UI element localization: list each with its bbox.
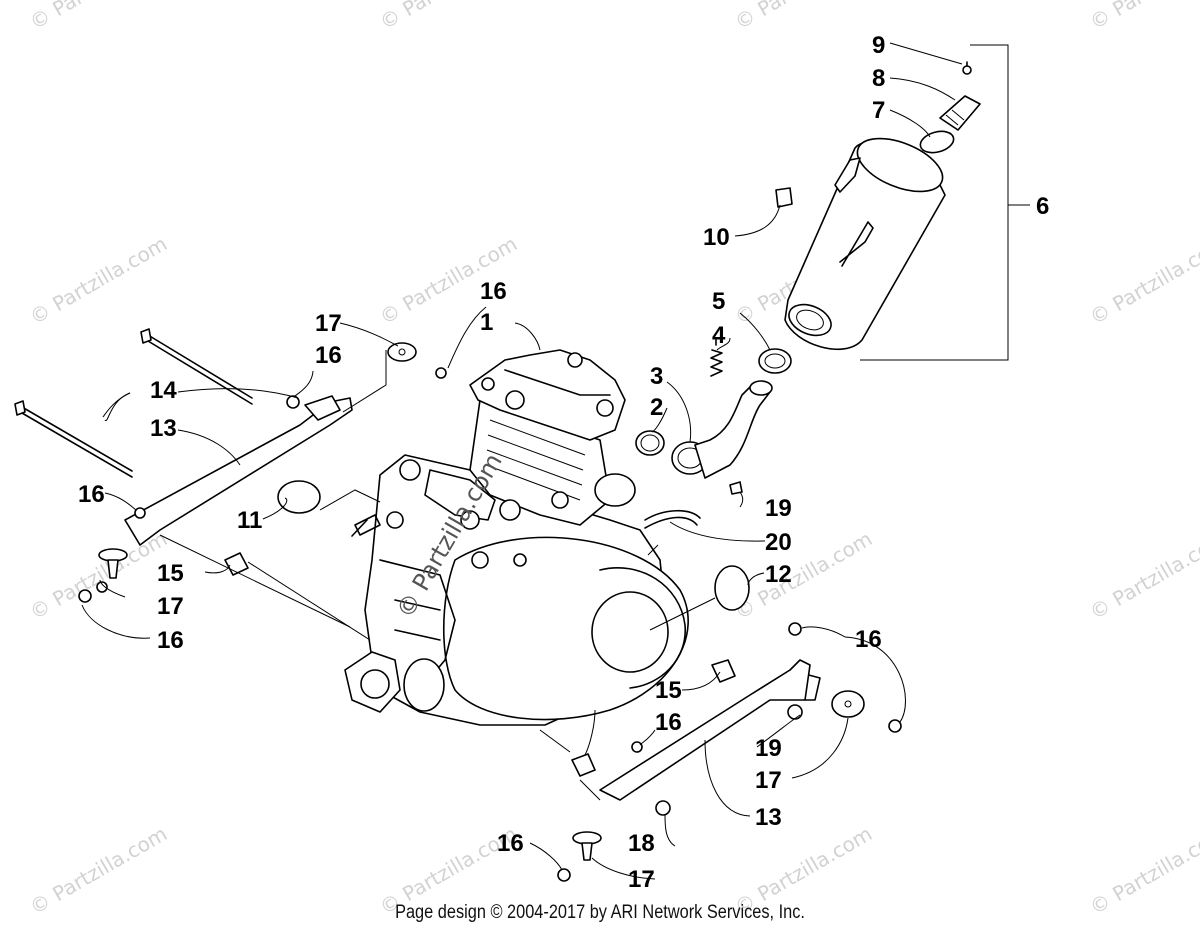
callout-5: 5 — [712, 288, 725, 315]
callout-13-right: 13 — [755, 804, 782, 831]
watermark: © Partzilla.com — [26, 0, 172, 34]
callout-17-left: 17 — [157, 593, 184, 620]
callout-1: 1 — [480, 309, 493, 336]
watermark: © Partzilla.com — [376, 0, 522, 34]
callout-13-left: 13 — [150, 415, 177, 442]
callout-19-right: 19 — [755, 735, 782, 762]
mounting-hardware — [14, 328, 902, 882]
exhaust-system — [277, 61, 981, 611]
watermark: © Partzilla.com — [1086, 0, 1200, 34]
callout-17-right: 17 — [755, 767, 782, 794]
leader-lines — [81, 42, 1030, 880]
callout-labels: 9 8 7 6 10 16 1 5 4 3 2 17 16 14 13 16 1… — [78, 32, 1049, 893]
callout-9: 9 — [872, 32, 885, 59]
callout-6: 6 — [1036, 193, 1049, 220]
callout-15-left: 15 — [157, 560, 184, 587]
watermark: © Partzilla.com — [731, 0, 877, 34]
callout-16-left: 16 — [78, 481, 105, 508]
callout-18: 19 — [765, 495, 792, 522]
callout-4: 4 — [712, 322, 726, 349]
callout-20: 20 — [765, 529, 792, 556]
callout-7: 7 — [872, 97, 885, 124]
callout-8: 8 — [872, 65, 885, 92]
callout-16-upper-left: 16 — [315, 342, 342, 369]
watermark: © Partzilla.com — [1086, 231, 1200, 329]
callout-16-lower-left: 16 — [157, 627, 184, 654]
callout-11: 12 — [765, 561, 792, 588]
callout-2: 2 — [650, 394, 663, 421]
watermark: © Partzilla.com — [26, 231, 172, 329]
callout-16-top: 16 — [480, 278, 507, 305]
callout-16-right: 16 — [855, 626, 882, 653]
callout-15-right: 15 — [655, 677, 682, 704]
callout-17-bottom: 17 — [628, 866, 655, 893]
callout-16-bottom: 16 — [497, 830, 524, 857]
engine-assembly — [344, 349, 689, 726]
watermark: © Partzilla.com — [26, 526, 172, 624]
callout-17-top: 17 — [315, 310, 342, 337]
watermark: © Partzilla.com — [1086, 526, 1200, 624]
footer-copyright: Page design © 2004-2017 by ARI Network S… — [395, 902, 805, 923]
callout-12: 11 — [237, 507, 262, 534]
callout-19-bottom: 18 — [628, 830, 655, 857]
callout-3: 3 — [650, 363, 663, 390]
callout-14: 14 — [150, 377, 177, 404]
callout-16-mid: 16 — [655, 709, 682, 736]
callout-10: 10 — [703, 224, 730, 251]
